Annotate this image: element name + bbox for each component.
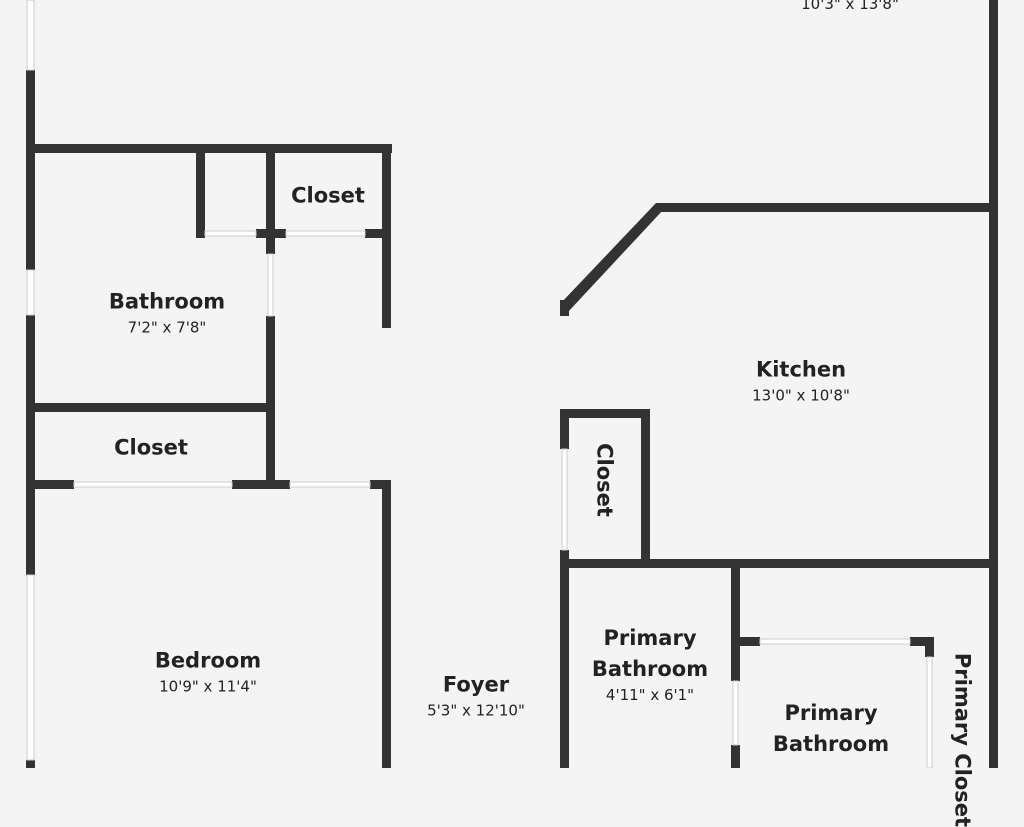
room-name: Bedroom: [154, 648, 262, 673]
room-closet-kitchen: Closet: [589, 443, 620, 517]
room-name: Bathroom: [108, 289, 226, 314]
room-name: Closet: [114, 435, 188, 460]
walls: [26, 0, 998, 768]
room-dims: 4'11" x 6'1": [605, 686, 695, 704]
floor-plan: [26, 0, 998, 768]
room-name: Kitchen: [755, 357, 847, 382]
room-name: Closet: [291, 183, 365, 208]
room-name: Primary Closet: [950, 652, 975, 827]
room-primary-bathroom-2: Primary Bathroom: [761, 698, 901, 760]
room-name: Foyer: [442, 672, 510, 697]
room-top: 10'3" x 13'8": [801, 0, 899, 14]
room-closet-mid: Closet: [114, 433, 188, 464]
room-primary-bathroom-1: Primary Bathroom 4'11" x 6'1": [585, 623, 715, 705]
room-closet-top: Closet: [291, 181, 365, 212]
room-dims: 10'3" x 13'8": [801, 0, 899, 13]
room-dims: 10'9" x 11'4": [159, 677, 257, 696]
room-primary-closet: Primary Closet: [947, 653, 978, 827]
room-dims: 7'2" x 7'8": [127, 318, 207, 337]
room-dims: 5'3" x 12'10": [427, 701, 525, 720]
room-kitchen: Kitchen 13'0" x 10'8": [752, 355, 850, 406]
room-name: Primary Bathroom: [591, 626, 709, 681]
windows-doors: [26, 0, 933, 768]
room-name: Primary Bathroom: [772, 701, 890, 756]
room-dims: 13'0" x 10'8": [752, 386, 850, 405]
room-foyer: Foyer 5'3" x 12'10": [427, 670, 525, 721]
room-name: Closet: [592, 443, 617, 517]
room-bathroom: Bathroom 7'2" x 7'8": [109, 287, 225, 338]
room-bedroom: Bedroom 10'9" x 11'4": [155, 646, 261, 697]
